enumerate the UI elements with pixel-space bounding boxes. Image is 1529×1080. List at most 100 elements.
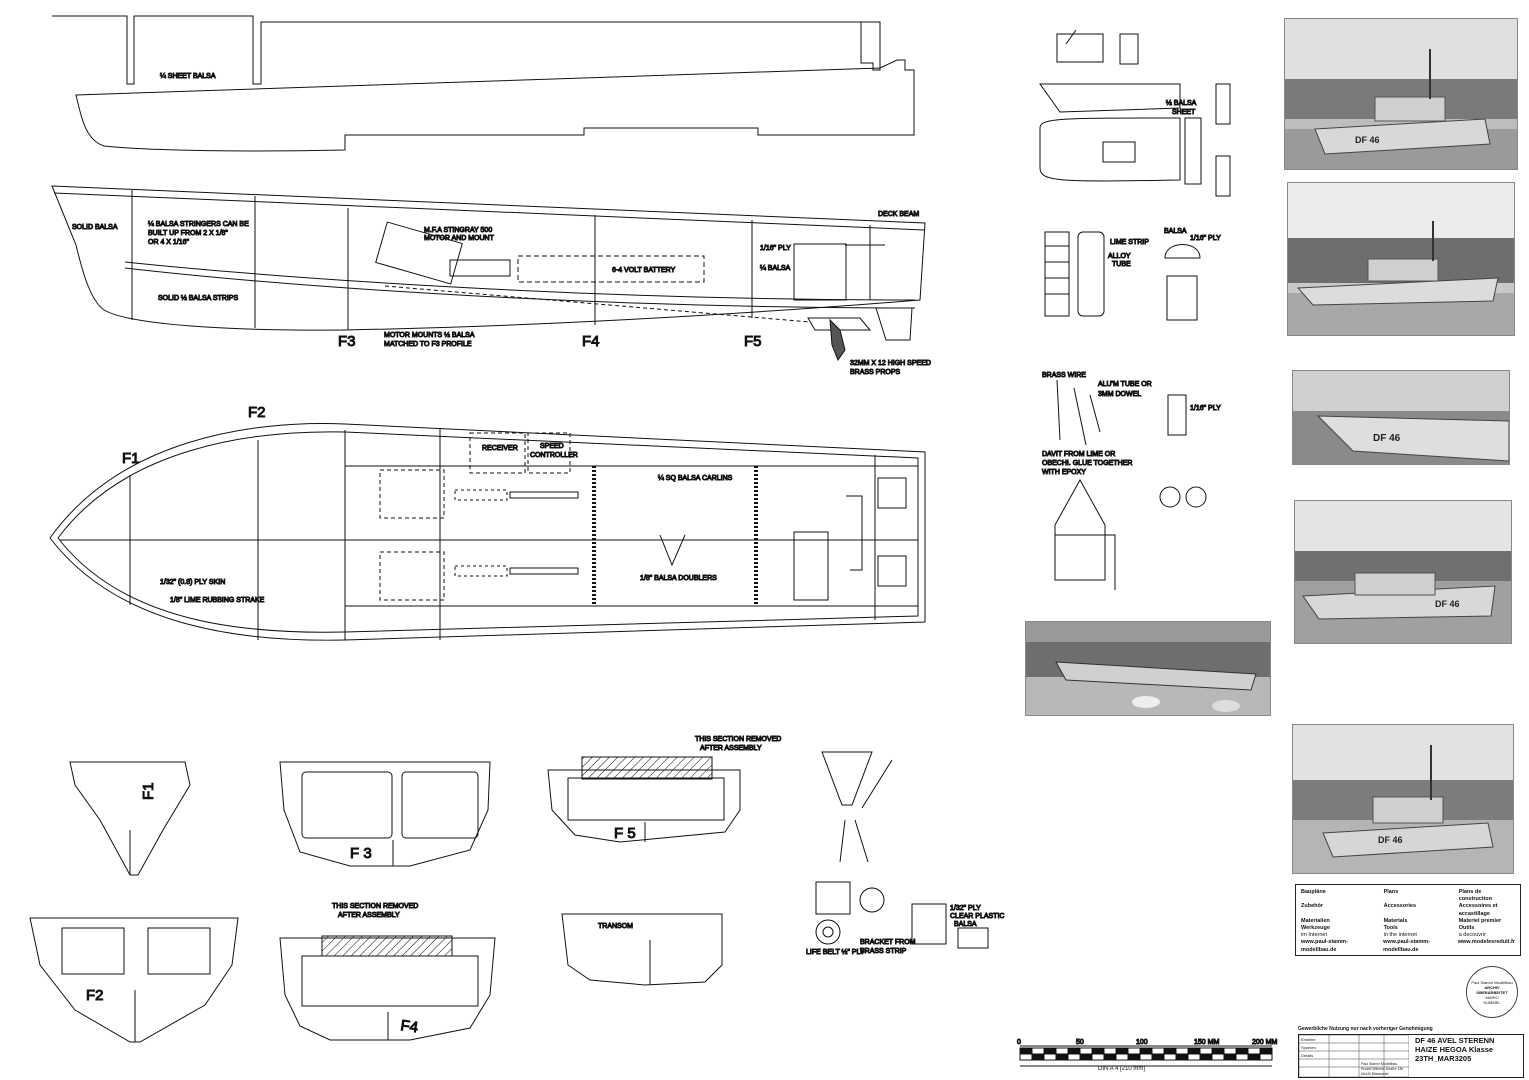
ply-hatch-label: 1/16" PLY <box>1190 405 1221 412</box>
photo-1-image: DF 46 <box>1285 19 1517 169</box>
drawing-title: DF 46 AVEL STERENN <box>1415 1036 1495 1045</box>
mast-detail: BRACKET FROM BRASS STRIP LIFE BELT ½" PL… <box>806 751 1005 957</box>
frame-f1-label: F1 <box>140 782 157 800</box>
frame-f1-marker: F1 <box>122 450 140 467</box>
ladder-detail: LIME STRIP ALLOY TUBE BALSA 1/16" PLY <box>1044 228 1222 321</box>
stamp-line-5: KÜMMEL <box>1483 999 1501 1005</box>
props-label-1: 32MM x 12 HIGH SPEED <box>850 360 931 367</box>
doublers-label: 1/8" BALSA DOUBLERS <box>640 575 717 582</box>
scale-check <box>1247 1053 1261 1061</box>
alloy-tube-label-2: TUBE <box>1112 261 1131 268</box>
legend-cell: Baupläne <box>1301 889 1326 895</box>
balsa-sheet-label: ¼ SHEET BALSA <box>160 73 216 80</box>
stringers-label-1: ¼ BALSA STRINGERS CAN BE <box>148 221 249 228</box>
balsa-detail-label: BALSA <box>1164 228 1187 235</box>
photo-6-hull-text: DF 46 <box>1378 835 1403 845</box>
frame-f5-marker: F5 <box>744 333 762 350</box>
removed-note-f5-2: AFTER ASSEMBLY <box>700 745 762 752</box>
top-view-drawing: F1 F2 RECEIVER SPEED CONTROLLER ¼ Sq BAL… <box>49 404 926 641</box>
scale-check <box>1055 1053 1069 1061</box>
photo-4-hull-text: DF 46 <box>1435 599 1460 609</box>
legend-cell: Materials <box>1383 917 1408 924</box>
carlins-label: ¼ Sq BALSA CARLINS <box>658 475 733 482</box>
transom-label: TRANSOM <box>598 923 633 930</box>
legend-cell: Tools <box>1383 925 1398 932</box>
removed-note-f4-2: AFTER ASSEMBLY <box>338 912 400 919</box>
photo-1: DF 46 <box>1284 18 1518 170</box>
stringers-label-3: OR 4 x 1/16" <box>148 239 190 246</box>
drawing-subtitle: HAIZE HEGOA Klasse <box>1415 1045 1494 1054</box>
scale-check <box>1031 1053 1045 1061</box>
stamp-line-3: ÜBERARBEITET <box>1476 989 1508 995</box>
ply-label: 1/16" PLY <box>760 245 791 252</box>
photo-6-image: DF 46 <box>1293 725 1513 873</box>
scale-bar-checks <box>1019 1047 1273 1061</box>
alum-tube-label-1: ALU'M TUBE OR <box>1098 381 1152 388</box>
scale-check <box>1103 1053 1117 1061</box>
balsa-label: ¼ BALSA <box>760 265 791 272</box>
frame-f4-drawing: F4 THIS SECTION REMOVED AFTER ASSEMBLY <box>279 903 496 1041</box>
tb-small-1: Ersteller <box>1301 1037 1316 1042</box>
receiver-label: RECEIVER <box>482 445 518 452</box>
photo-3-image: DF 46 <box>1293 371 1509 464</box>
photo-3-hull-text: DF 46 <box>1373 433 1401 444</box>
frame-f2-label: F2 <box>86 987 104 1004</box>
removed-note-f4-1: THIS SECTION REMOVED <box>332 903 418 910</box>
scale-check <box>1175 1053 1189 1061</box>
scale-check <box>1199 1053 1213 1061</box>
frame-f4-label: F4 <box>399 1017 419 1036</box>
scale-check <box>1079 1053 1093 1061</box>
frame-f5-drawing: F 5 THIS SECTION REMOVED AFTER ASSEMBLY <box>547 736 782 843</box>
legend-cell: Accessoires et accastillage <box>1458 903 1498 917</box>
frame-f2-marker: F2 <box>248 404 266 421</box>
legend-cell: a decouvrir <box>1458 932 1486 939</box>
motor-mounts-label-1: MOTOR MOUNTS ½ BALSA <box>384 331 475 339</box>
davit-label-1: DAVIT FROM LIME OR <box>1042 451 1115 458</box>
bracket-label-2: BRASS STRIP <box>860 948 907 955</box>
usage-notice: Gewerbliche Nutzung nur nach vorheriger … <box>1298 1026 1433 1032</box>
legend-cell: www.modelesreduit.fr <box>1457 939 1515 946</box>
scale-tick-100: 100 <box>1136 1039 1148 1046</box>
dinghy-sheet-label-1: ½ BALSA <box>1166 99 1197 107</box>
legend-cell: Accessories <box>1383 903 1417 910</box>
scale-check <box>1235 1047 1249 1055</box>
legend-cell: Plans <box>1383 889 1399 895</box>
stringers-label-2: BUILT UP FROM 2 x 1/8" <box>148 230 228 237</box>
scale-check <box>1151 1053 1165 1061</box>
lifebelt-label: LIFE BELT ½" PLY <box>806 948 865 956</box>
photo-5 <box>1025 621 1271 716</box>
lime-strip-label: LIME STRIP <box>1110 239 1149 246</box>
archive-stamp: Paul Stamm Modellbau ARCHIV ÜBERARBEITET… <box>1466 966 1518 1018</box>
alloy-tube-label-1: ALLOY <box>1108 253 1131 260</box>
drawing-number: 23TH_MAR3205 <box>1415 1054 1472 1063</box>
motor-label-1: M.F.A STINGRAY 500 <box>424 227 492 234</box>
motor-mounts-label-2: MATCHED TO F3 PROFILE <box>384 341 472 348</box>
photo-3: DF 46 <box>1292 370 1510 465</box>
legend-cell: Materialien <box>1301 917 1330 924</box>
photo-5-image <box>1026 622 1270 715</box>
scale-check <box>1127 1053 1141 1061</box>
scale-check <box>1163 1047 1177 1055</box>
scale-check <box>1211 1047 1225 1055</box>
brass-wire-label: BRASS WIRE <box>1042 372 1086 379</box>
scale-check <box>1019 1047 1033 1055</box>
frame-f5-label: F 5 <box>614 825 636 842</box>
motor-label-2: MOTOR AND MOUNT <box>424 235 495 242</box>
alum-tube-label-2: 3MM DOWEL <box>1098 391 1141 398</box>
davit-label-3: WITH EPOXY <box>1042 469 1086 476</box>
davit-label-2: OBECHI. GLUE TOGETHER <box>1042 460 1132 467</box>
bracket-label-1: BRACKET FROM <box>860 939 916 946</box>
ply-detail-label: 1/16" PLY <box>1190 235 1221 242</box>
legend-cell: www.paul-stamm-modellbau.de <box>1383 939 1430 953</box>
side-profile-drawing: ¼ SHEET BALSA <box>52 15 915 152</box>
legend-cell: Zubehör <box>1301 903 1323 910</box>
stamp-line-2: ARCHIV <box>1484 984 1500 990</box>
scale-check <box>1115 1047 1129 1055</box>
scale-caption: DIN A 4 [210 mm] <box>1098 1066 1146 1072</box>
